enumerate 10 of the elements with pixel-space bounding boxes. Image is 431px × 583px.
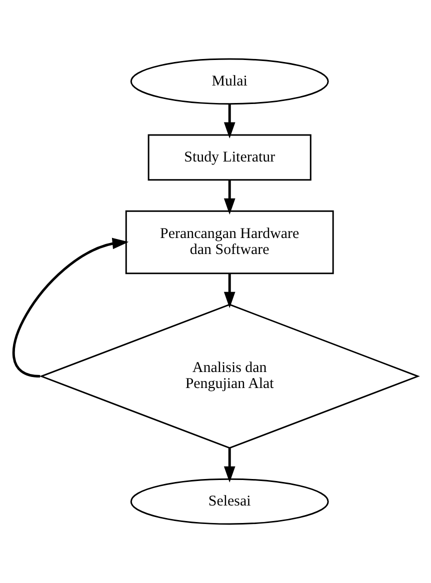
node-box: Study Literatur [148,134,312,181]
node-diamond: Analisis dan Pengujian Alat [39,304,420,449]
arrow [12,238,129,378]
arrow [224,274,236,308]
arrow [224,448,236,483]
arrow [224,104,236,139]
arrow [224,180,236,215]
node-ellipse: Selesai [130,478,329,525]
node-ellipse: Mulai [130,58,329,105]
node-box: Perancangan Hardware dan Software [125,210,334,274]
